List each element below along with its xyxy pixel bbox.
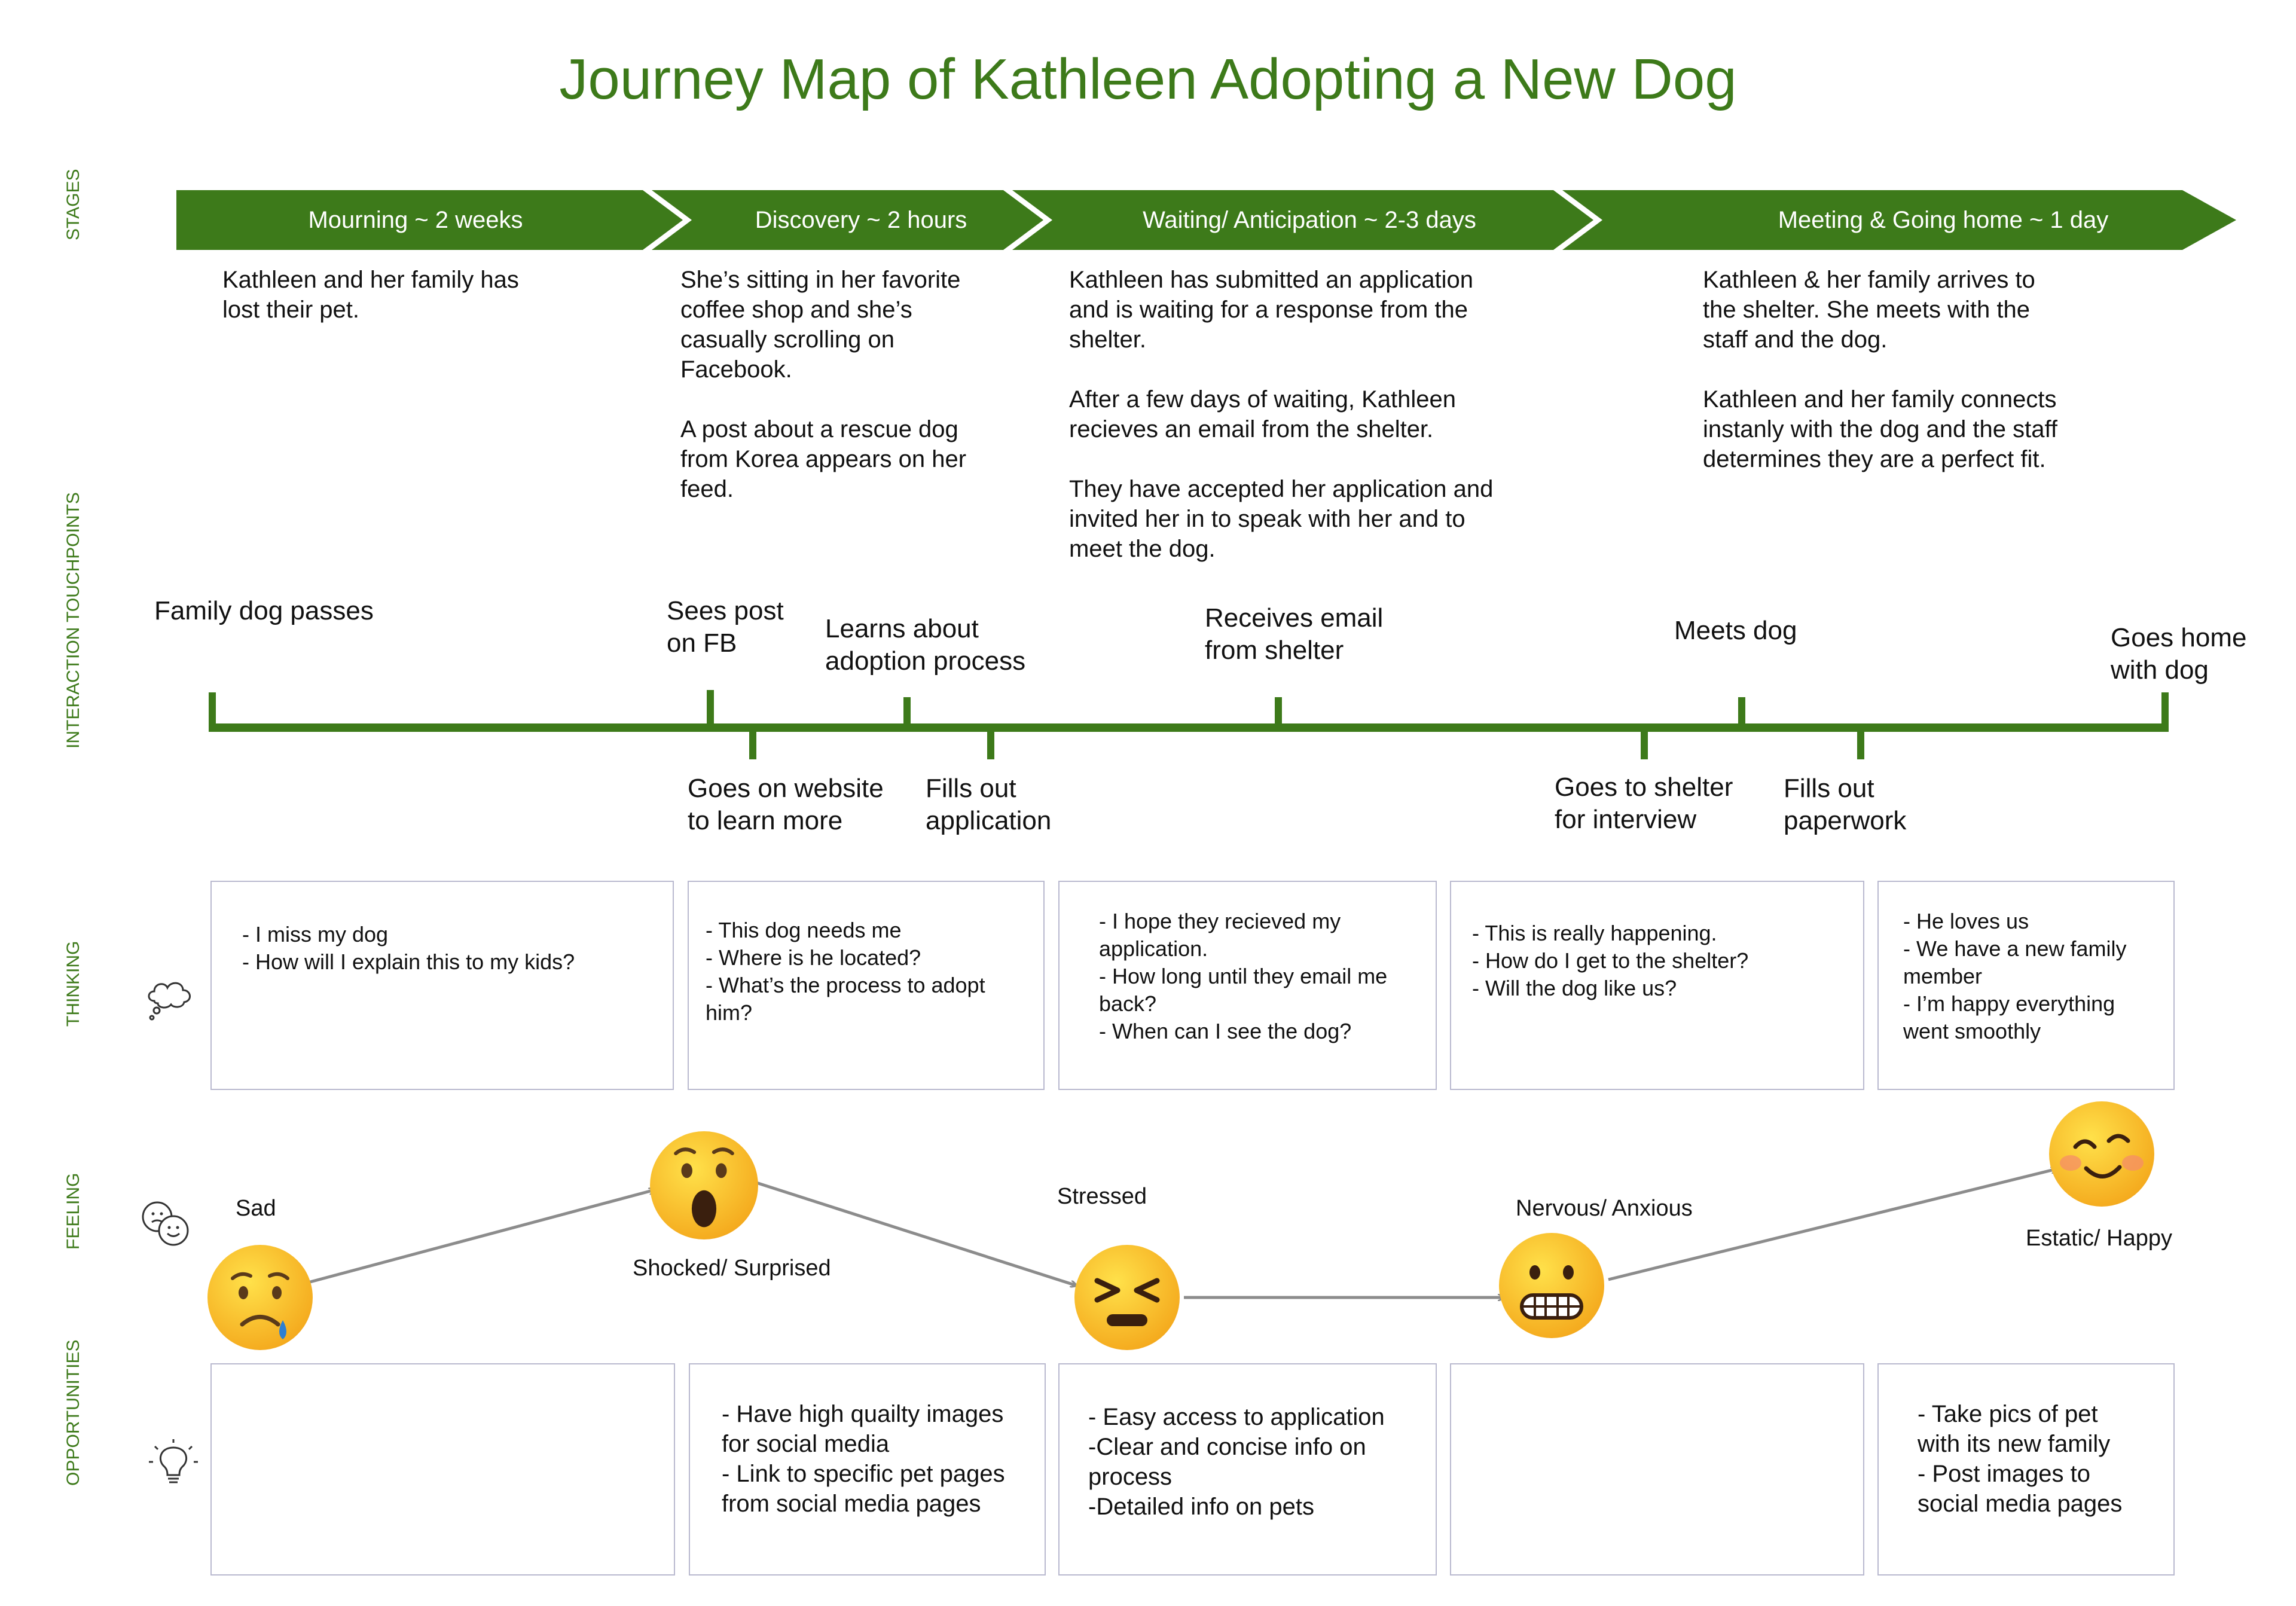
row-label-opportunities: OPPORTUNITIES — [63, 1339, 83, 1486]
feeling-label-stressed: Stressed — [1057, 1184, 1147, 1209]
stage-chevron-4 — [1562, 190, 2236, 250]
thinking-text-4: - This is really happening. - How do I g… — [1472, 921, 1749, 1000]
thinking-box-5 — [1877, 881, 2175, 1090]
page-title: Journey Map of Kathleen Adopting a New D… — [559, 47, 1737, 111]
feeling-label-happy: Estatic/ Happy — [2026, 1226, 2172, 1251]
touchpoint-goes-to-shelter: Goes to shelter for interview — [1555, 773, 1733, 834]
opportunity-text-3: - Easy access to application -Clear and … — [1088, 1404, 1385, 1520]
touchpoint-goes-home: Goes home with dog — [2111, 623, 2247, 685]
touchpoint-fills-out-paperwork: Fills out paperwork — [1784, 774, 1907, 835]
thinking-text-3: - I hope they recieved my application. -… — [1099, 909, 1388, 1043]
stage-chevron-1 — [176, 190, 683, 250]
stage-description-2: She’s sitting in her favorite coffee sho… — [680, 267, 967, 502]
stressed-face-icon — [1074, 1245, 1180, 1350]
touchpoint-meets-dog: Meets dog — [1674, 616, 1797, 645]
opportunity-box-4 — [1450, 1363, 1864, 1576]
feeling-arrows — [307, 1076, 2296, 1375]
opportunity-box-3 — [1058, 1363, 1437, 1576]
touchpoint-family-dog-passes: Family dog passes — [154, 596, 374, 625]
thinking-text-2: - This dog needs me - Where is he locate… — [706, 918, 985, 1025]
shocked-face-icon — [650, 1131, 758, 1239]
thinking-box-2 — [688, 881, 1045, 1090]
stage-chevron-3 — [1012, 190, 1593, 250]
touchpoint-sees-post: Sees post on FB — [667, 596, 784, 658]
stages-bar — [176, 190, 2236, 250]
feeling-label-nervous: Nervous/ Anxious — [1516, 1196, 1693, 1221]
stage-description-4: Kathleen & her family arrives to the she… — [1703, 267, 2057, 472]
thinking-box-4 — [1450, 881, 1864, 1090]
feeling-label-shocked: Shocked/ Surprised — [633, 1256, 831, 1281]
row-label-thinking: THINKING — [63, 941, 83, 1027]
stage-label-4: Meeting & Going home ~ 1 day — [1778, 207, 2109, 233]
thinking-text-1: - I miss my dog - How will I explain thi… — [242, 922, 575, 974]
touchpoint-timeline — [209, 690, 2169, 759]
thinking-text-5: - He loves us - We have a new family mem… — [1903, 909, 2127, 1043]
touchpoint-receives-email: Receives email from shelter — [1205, 603, 1384, 665]
opportunity-text-2: - Have high quailty images for social me… — [722, 1401, 1005, 1517]
thinking-box-1 — [210, 881, 674, 1090]
stage-description-1: Kathleen and her family has lost their p… — [222, 267, 519, 323]
opportunity-box-5 — [1877, 1363, 2175, 1576]
stage-label-2: Discovery ~ 2 hours — [755, 207, 967, 233]
opportunity-box-2 — [689, 1363, 1046, 1576]
thought-cloud-icon — [148, 982, 191, 1021]
stage-chevron-2 — [652, 190, 1043, 250]
stage-label-3: Waiting/ Anticipation ~ 2-3 days — [1143, 207, 1476, 233]
lightbulb-icon — [149, 1439, 198, 1483]
stage-description-3: Kathleen has submitted an application an… — [1069, 267, 1494, 562]
touchpoint-learns-about: Learns about adoption process — [825, 614, 1026, 676]
feeling-label-sad: Sad — [236, 1196, 276, 1221]
faces-icon — [142, 1201, 189, 1246]
stage-label-1: Mourning ~ 2 weeks — [308, 207, 523, 233]
touchpoint-fills-out-application: Fills out application — [926, 774, 1052, 835]
touchpoint-goes-on-website: Goes on website to learn more — [688, 774, 884, 835]
grimacing-face-icon — [1499, 1233, 1604, 1338]
happy-face-icon — [2049, 1101, 2154, 1207]
opportunity-box-1 — [210, 1363, 675, 1576]
opportunity-text-5: - Take pics of pet with its new family -… — [1918, 1401, 2123, 1517]
thinking-box-3 — [1058, 881, 1437, 1090]
crying-face-icon — [207, 1245, 313, 1350]
